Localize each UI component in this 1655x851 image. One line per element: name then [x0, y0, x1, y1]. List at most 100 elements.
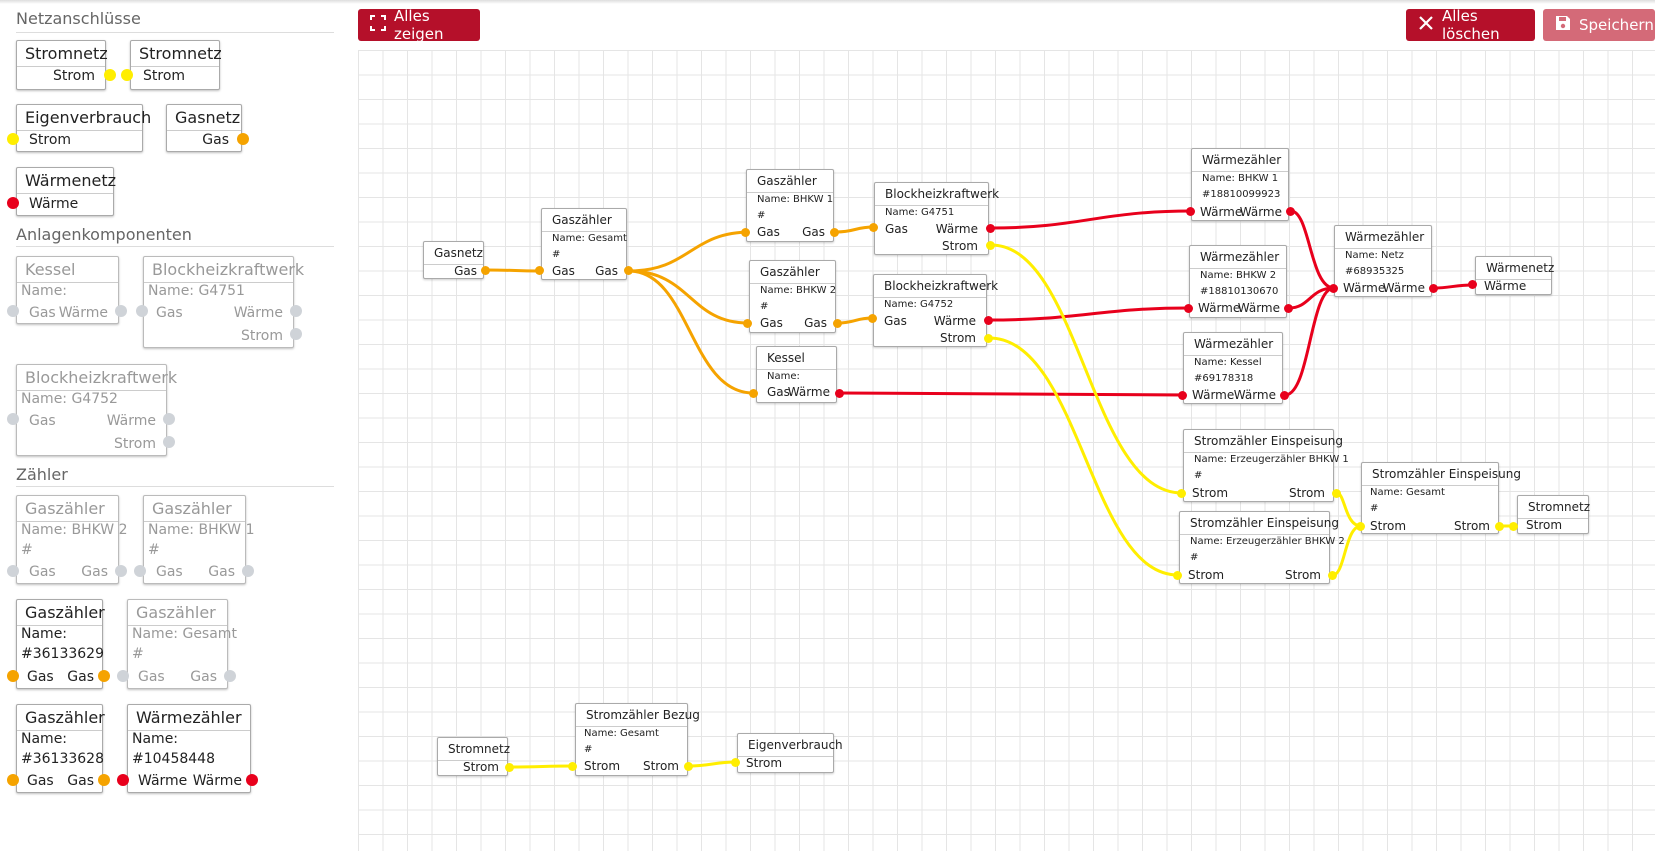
node-kessel[interactable]: Kessel Name: Gas Wärme: [756, 346, 837, 403]
waerme-port[interactable]: [117, 774, 129, 786]
gas-port[interactable]: [7, 774, 19, 786]
strom-port[interactable]: [290, 328, 302, 340]
node-stromzaehler-bezug[interactable]: Stromzähler Bezug Name: Gesamt # Strom S…: [575, 703, 700, 776]
waerme-port[interactable]: [290, 305, 302, 317]
strom-port[interactable]: [731, 758, 740, 767]
gas-port[interactable]: [741, 228, 750, 237]
waerme-port[interactable]: [1280, 391, 1289, 400]
node-stromnetz-bezug[interactable]: Stromnetz Strom: [437, 737, 510, 776]
gas-port[interactable]: [7, 670, 19, 682]
waerme-port[interactable]: [246, 774, 258, 786]
waerme-port[interactable]: [163, 413, 175, 425]
strom-port[interactable]: [1332, 489, 1341, 498]
gas-port[interactable]: [136, 305, 148, 317]
gas-port[interactable]: [117, 670, 129, 682]
strom-port[interactable]: [984, 334, 993, 343]
palette-item-gaszaehler[interactable]: Gaszähler Name: #36133628 Gas Gas: [16, 704, 105, 793]
palette-item-gaszaehler[interactable]: Gaszähler Name: #36133629 Gas Gas: [16, 599, 105, 689]
node-gaszaehler-bhkw1[interactable]: Gaszähler Name: BHKW 1 # Gas Gas: [746, 169, 834, 242]
waerme-port[interactable]: [986, 224, 995, 233]
strom-port[interactable]: [7, 133, 19, 145]
strom-port[interactable]: [505, 763, 514, 772]
node-title: Wärmezähler: [1192, 149, 1288, 172]
gas-port[interactable]: [749, 389, 758, 398]
gas-port[interactable]: [224, 670, 236, 682]
palette-item-kessel[interactable]: Kessel Name: Gas Wärme: [16, 256, 119, 324]
waerme-port[interactable]: [1329, 284, 1338, 293]
node-title: Stromzähler Einspeisung: [1184, 430, 1343, 453]
palette-item-waermezaehler[interactable]: Wärmezähler Name: #10458448 Wärme Wärme: [127, 704, 251, 793]
show-all-button[interactable]: Alles zeigen: [358, 7, 480, 43]
palette-item-gasnetz[interactable]: Gasnetz Gas: [166, 104, 242, 152]
node-bhkw-g4751[interactable]: Blockheizkraftwerk Name: G4751 Gas Wärme…: [874, 182, 999, 255]
gas-port[interactable]: [115, 565, 127, 577]
gas-port[interactable]: [481, 266, 490, 275]
palette-item-gaszaehler[interactable]: Gaszähler Name: BHKW 2 # Gas Gas: [16, 495, 127, 584]
editor-canvas[interactable]: [358, 50, 1655, 851]
waerme-port[interactable]: [1178, 391, 1187, 400]
strom-port[interactable]: [568, 762, 577, 771]
strom-port[interactable]: [104, 69, 116, 81]
waerme-port[interactable]: [1429, 284, 1438, 293]
node-gaszaehler-bhkw2[interactable]: Gaszähler Name: BHKW 2 # Gas Gas: [749, 260, 836, 333]
palette-item-waermenetz[interactable]: Wärmenetz Wärme: [16, 167, 116, 216]
gas-port[interactable]: [7, 305, 19, 317]
gas-port[interactable]: [624, 266, 633, 275]
gas-port[interactable]: [830, 228, 839, 237]
node-waermezaehler-bhkw1[interactable]: Wärmezähler Name: BHKW 1 #18810099923 Wä…: [1191, 148, 1289, 221]
strom-port[interactable]: [1509, 522, 1518, 531]
waerme-port[interactable]: [1284, 304, 1293, 313]
palette-item-stromnetz[interactable]: Stromnetz Strom: [16, 40, 108, 90]
node-waermenetz[interactable]: Wärmenetz Wärme: [1475, 256, 1554, 295]
palette-item-bhkw[interactable]: Blockheizkraftwerk Name: G4752 Gas Wärme…: [16, 364, 177, 456]
gas-port[interactable]: [7, 413, 19, 425]
strom-port[interactable]: [121, 69, 133, 81]
gas-port[interactable]: [833, 319, 842, 328]
strom-port[interactable]: [986, 241, 995, 250]
strom-port[interactable]: [684, 762, 693, 771]
gas-port[interactable]: [743, 319, 752, 328]
strom-port[interactable]: [1173, 571, 1182, 580]
node-waermezaehler-netz[interactable]: Wärmezähler Name: Netz #68935325 Wärme W…: [1334, 225, 1432, 297]
strom-port[interactable]: [1328, 571, 1337, 580]
waerme-port[interactable]: [1286, 207, 1295, 216]
node-waermezaehler-bhkw2[interactable]: Wärmezähler Name: BHKW 2 #18810130670 Wä…: [1189, 245, 1287, 318]
node-gasnetz[interactable]: Gasnetz Gas: [423, 241, 484, 279]
node-gaszaehler-gesamt[interactable]: Gaszähler Name: Gesamt # Gas Gas: [541, 208, 627, 280]
gas-port[interactable]: [7, 565, 19, 577]
node-waermezaehler-kessel[interactable]: Wärmezähler Name: Kessel #69178318 Wärme…: [1183, 332, 1283, 404]
strom-port[interactable]: [163, 436, 175, 448]
gas-port[interactable]: [134, 565, 146, 577]
gas-port[interactable]: [98, 774, 110, 786]
strom-connection: [509, 764, 574, 769]
strom-port[interactable]: [1356, 522, 1365, 531]
waerme-port[interactable]: [984, 316, 993, 325]
node-eigenverbrauch[interactable]: Eigenverbrauch Strom: [737, 733, 843, 773]
save-button[interactable]: Speichern: [1543, 9, 1655, 41]
palette-item-gaszaehler[interactable]: Gaszähler Name: BHKW 1 # Gas Gas: [143, 495, 254, 584]
gas-port[interactable]: [242, 565, 254, 577]
gas-port[interactable]: [98, 670, 110, 682]
waerme-port[interactable]: [115, 305, 127, 317]
strom-port[interactable]: [1495, 522, 1504, 531]
node-stromnetz-einspeisung[interactable]: Stromnetz Strom: [1517, 495, 1590, 534]
delete-all-button[interactable]: Alles löschen: [1406, 7, 1535, 43]
waerme-port[interactable]: [7, 197, 19, 209]
waerme-port[interactable]: [1186, 207, 1195, 216]
gas-port[interactable]: [535, 266, 544, 275]
node-bhkw-g4752[interactable]: Blockheizkraftwerk Name: G4752 Gas Wärme…: [873, 274, 998, 347]
gas-port[interactable]: [237, 133, 249, 145]
palette-item-gaszaehler[interactable]: Gaszähler Name: Gesamt # Gas Gas: [127, 599, 237, 689]
strom-port[interactable]: [1177, 489, 1186, 498]
palette-item-stromnetz[interactable]: Stromnetz Strom: [130, 40, 222, 90]
node-stromzaehler-einspeisung-gesamt[interactable]: Stromzähler Einspeisung Name: Gesamt # S…: [1361, 462, 1521, 534]
gas-port[interactable]: [869, 223, 878, 232]
waerme-port[interactable]: [1468, 280, 1477, 289]
node-stromzaehler-einspeisung-bhkw1[interactable]: Stromzähler Einspeisung Name: Erzeugerzä…: [1183, 429, 1349, 502]
node-stromzaehler-einspeisung-bhkw2[interactable]: Stromzähler Einspeisung Name: Erzeugerzä…: [1179, 511, 1345, 584]
gas-port[interactable]: [868, 314, 877, 323]
waerme-port[interactable]: [835, 389, 844, 398]
palette-item-bhkw[interactable]: Blockheizkraftwerk Name: G4751 Gas Wärme…: [143, 256, 304, 348]
waerme-port[interactable]: [1184, 304, 1193, 313]
palette-item-eigenverbrauch[interactable]: Eigenverbrauch Strom: [16, 104, 151, 152]
